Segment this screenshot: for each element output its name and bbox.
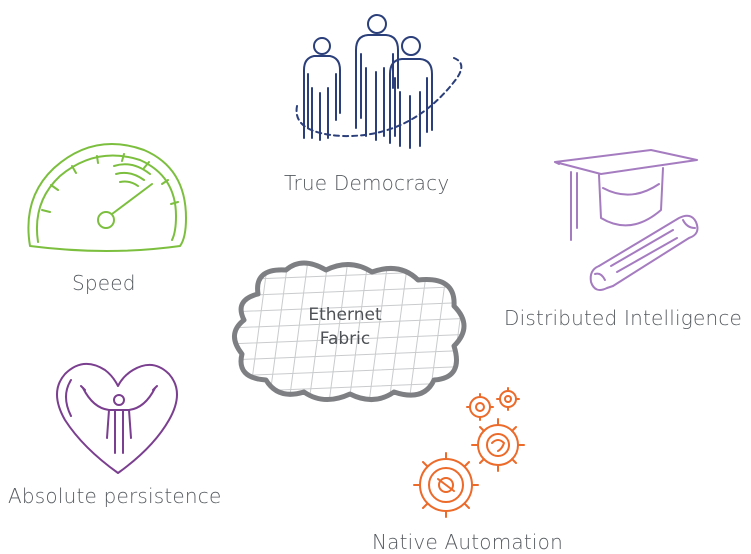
center-label-line1: Ethernet bbox=[308, 305, 382, 325]
feature-label-native-automation: Native Automation bbox=[372, 530, 563, 554]
feature-label-true-democracy: True Democracy bbox=[284, 171, 450, 195]
feature-label-speed: Speed bbox=[72, 271, 136, 295]
cloud-icon bbox=[232, 260, 467, 402]
heart-person-icon bbox=[56, 363, 178, 474]
graduation-cap-diploma-icon bbox=[554, 149, 699, 291]
people-group-icon bbox=[295, 14, 463, 149]
center-label: Ethernet Fabric bbox=[290, 303, 400, 351]
gears-icon bbox=[413, 387, 525, 518]
feature-label-absolute-persistence: Absolute persistence bbox=[8, 484, 222, 508]
speedometer-icon bbox=[27, 143, 187, 252]
feature-label-distributed-intelligence: Distributed Intelligence bbox=[504, 306, 743, 330]
center-label-line2: Fabric bbox=[319, 329, 371, 349]
